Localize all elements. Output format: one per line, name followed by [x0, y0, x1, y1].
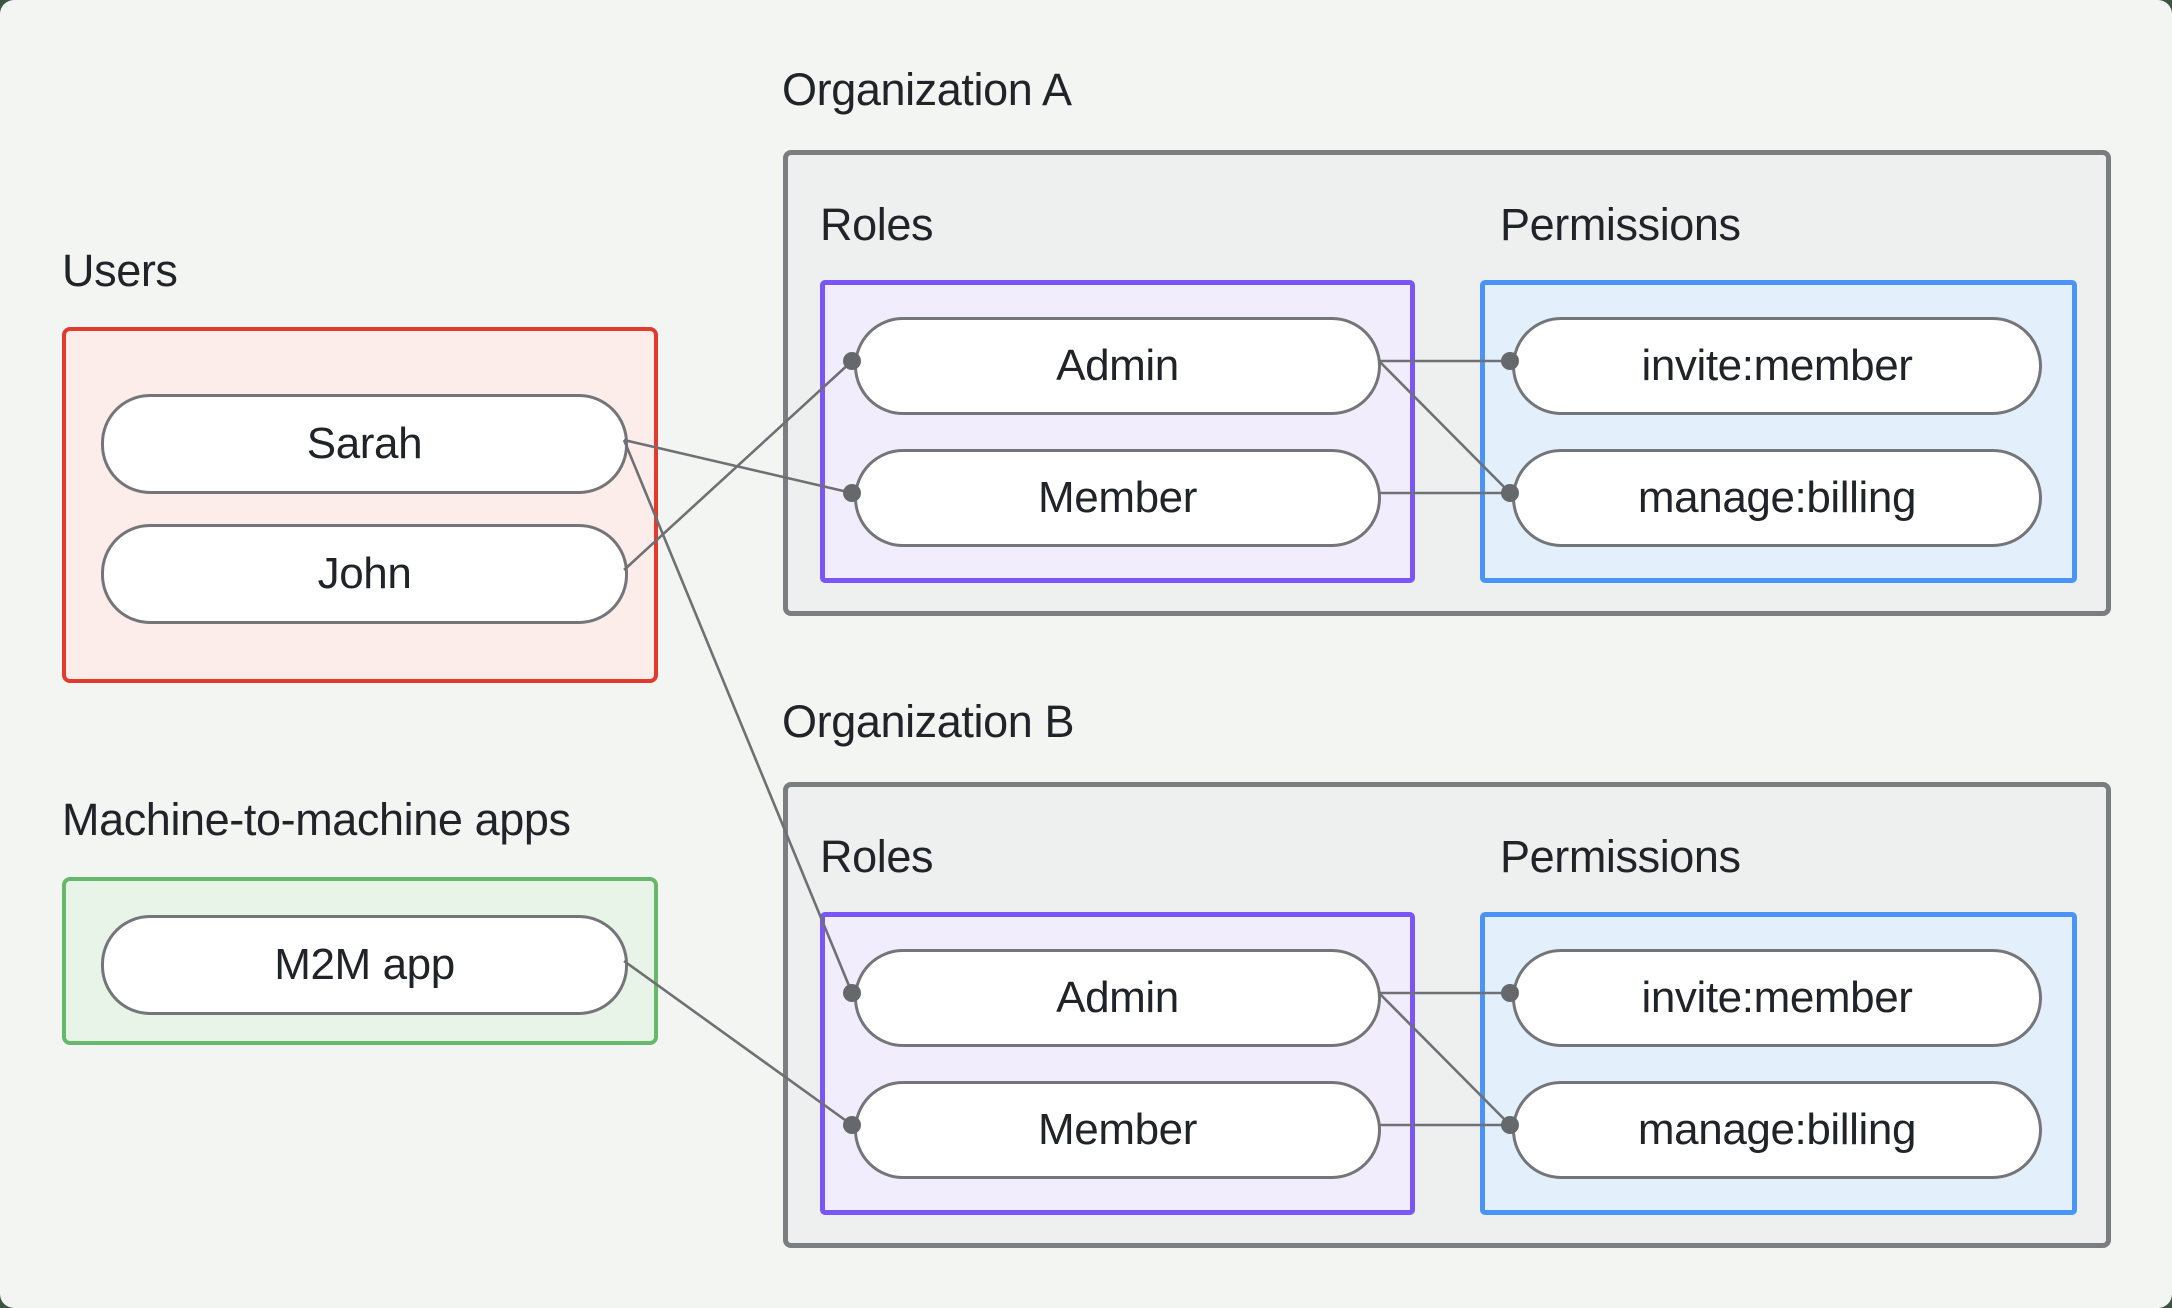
users-group-box: Sarah John: [62, 327, 658, 683]
org-a-box: Roles Permissions Admin Member invite:me…: [783, 150, 2111, 616]
node-john: John: [101, 524, 628, 624]
org-a-roles-box: Admin Member: [820, 280, 1415, 583]
org-b-roles-box: Admin Member: [820, 912, 1415, 1215]
node-org-b-invite-member: invite:member: [1512, 949, 2042, 1047]
org-b-permissions-box: invite:member manage:billing: [1480, 912, 2077, 1215]
users-group-title: Users: [62, 245, 178, 296]
node-org-a-member: Member: [854, 449, 1381, 547]
org-a-permissions-box: invite:member manage:billing: [1480, 280, 2077, 583]
org-b-permissions-label: Permissions: [1500, 831, 1741, 882]
node-org-b-admin: Admin: [854, 949, 1381, 1047]
node-org-a-admin: Admin: [854, 317, 1381, 415]
org-b-roles-label: Roles: [820, 831, 934, 882]
node-org-b-manage-billing: manage:billing: [1512, 1081, 2042, 1179]
m2m-group-box: M2M app: [62, 877, 658, 1045]
node-m2m-app: M2M app: [101, 915, 628, 1015]
org-a-permissions-label: Permissions: [1500, 199, 1741, 250]
org-b-title: Organization B: [782, 696, 1075, 747]
m2m-group-title: Machine-to-machine apps: [62, 794, 571, 845]
node-sarah: Sarah: [101, 394, 628, 494]
node-org-a-manage-billing: manage:billing: [1512, 449, 2042, 547]
node-org-b-member: Member: [854, 1081, 1381, 1179]
org-b-box: Roles Permissions Admin Member invite:me…: [783, 782, 2111, 1248]
org-a-roles-label: Roles: [820, 199, 934, 250]
node-org-a-invite-member: invite:member: [1512, 317, 2042, 415]
org-a-title: Organization A: [782, 64, 1072, 115]
